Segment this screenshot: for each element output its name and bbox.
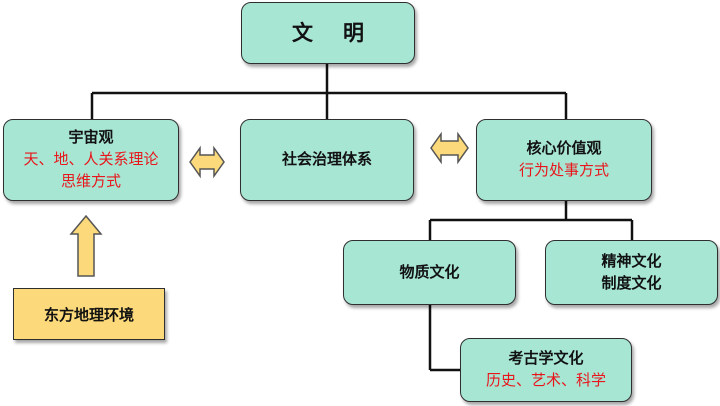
- environment-box: 东方地理环境: [13, 288, 165, 340]
- spiritual-culture-line1: 精神文化: [601, 251, 662, 270]
- civilization-root-box: 文明: [241, 2, 415, 64]
- archaeology-box: 考古学文化 历史、艺术、科学: [460, 338, 632, 402]
- cosmology-line2: 思维方式: [60, 171, 121, 190]
- double-arrow-left: [189, 145, 225, 179]
- core-values-box: 核心价值观 行为处事方式: [476, 119, 652, 201]
- spiritual-culture-box: 精神文化 制度文化: [545, 240, 718, 305]
- up-arrow: [69, 214, 103, 277]
- spiritual-culture-line2: 制度文化: [601, 273, 662, 292]
- core-values-title: 核心价值观: [526, 139, 602, 158]
- governance-label: 社会治理体系: [281, 150, 372, 169]
- cosmology-line1: 天、地、人关系理论: [23, 150, 159, 169]
- governance-box: 社会治理体系: [240, 119, 414, 201]
- environment-label: 东方地理环境: [43, 305, 134, 324]
- double-arrow-right: [430, 131, 469, 165]
- archaeology-title: 考古学文化: [508, 349, 584, 368]
- core-values-subtitle: 行为处事方式: [518, 161, 609, 179]
- archaeology-subtitle: 历史、艺术、科学: [485, 371, 606, 389]
- material-culture-box: 物质文化: [343, 240, 516, 305]
- cosmology-title: 宇宙观: [68, 128, 114, 147]
- cosmology-box: 宇宙观 天、地、人关系理论 思维方式: [3, 119, 179, 201]
- material-culture-label: 物质文化: [399, 262, 460, 281]
- root-label: 文明: [292, 20, 394, 45]
